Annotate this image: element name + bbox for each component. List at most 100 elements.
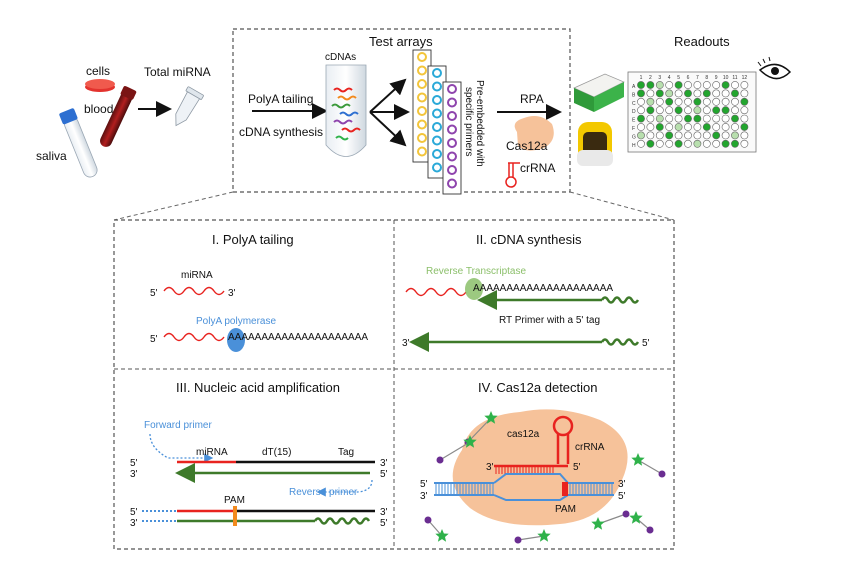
- plate-well: [740, 106, 749, 115]
- panel1-mirna-strand-b: [163, 332, 225, 342]
- panel1-polymerase-label: PolyA polymerase: [196, 316, 276, 327]
- p4-three-left: 3': [420, 491, 428, 502]
- blood-label: blood: [84, 102, 113, 116]
- plate-col-label: 4: [668, 75, 671, 81]
- p4-three-top: 3': [486, 462, 494, 473]
- plate-well: [731, 81, 739, 89]
- plate-well: [655, 89, 664, 98]
- p3-five-b: 5': [380, 469, 388, 480]
- plate-well: [655, 97, 664, 106]
- plate-well: [684, 81, 692, 89]
- panel4-pam-label: PAM: [555, 504, 576, 515]
- p3-five-a: 5': [130, 458, 138, 469]
- plate-row-label: A: [632, 84, 636, 90]
- p3-five-c: 5': [130, 507, 138, 518]
- array-spot: [447, 165, 457, 175]
- plate-well: [702, 106, 711, 115]
- array-spot: [417, 79, 427, 89]
- panel2-five: 5': [642, 338, 650, 349]
- fluorescence-reader-icon: [573, 73, 625, 112]
- portable-reader-icon: [577, 122, 613, 166]
- plate-well: [655, 81, 664, 89]
- plate-well: [674, 123, 683, 131]
- array-spot: [432, 135, 442, 146]
- plate-well: [674, 81, 683, 89]
- panel-amplification: III. Nucleic acid amplification Forward …: [130, 380, 388, 529]
- plate-well: [693, 97, 702, 106]
- specific-primers-label: specific primers: [463, 87, 474, 156]
- array-spot: [432, 95, 442, 105]
- panel3-tag-label: Tag: [338, 447, 354, 458]
- array-spot: [417, 133, 427, 143]
- test-arrays-box: [232, 28, 571, 193]
- plate-well: [740, 114, 749, 123]
- array-spot: [417, 52, 427, 62]
- array-spot: [447, 151, 457, 162]
- polya-polymerase-blob: [227, 328, 245, 352]
- panel3-dt15-label: dT(15): [262, 447, 291, 458]
- plate-col-label: 6: [687, 75, 690, 81]
- plate-well: [637, 81, 645, 89]
- plate-well: [721, 131, 730, 140]
- array-spot: [447, 84, 457, 94]
- plate-well: [646, 131, 655, 140]
- total-mirna-label: Total miRNA: [144, 65, 211, 79]
- plate-well: [665, 81, 674, 89]
- plate-well: [684, 89, 692, 98]
- plate-col-label: 8: [705, 75, 708, 81]
- plate-well: [712, 89, 721, 98]
- panel3-title: III. Nucleic acid amplification: [176, 380, 340, 395]
- panel2-three: 3': [402, 338, 410, 349]
- plate-well: [665, 89, 674, 98]
- funnel-line-right: [569, 191, 675, 221]
- plate-well: [646, 106, 655, 115]
- plate-row-label: G: [632, 134, 636, 140]
- plate-well: [712, 106, 721, 115]
- top-crrna-label: crRNA: [520, 161, 555, 175]
- array-spot: [447, 178, 457, 189]
- plate-row-label: F: [632, 126, 635, 132]
- plate-well: [684, 123, 692, 131]
- plate-col-label: 2: [649, 75, 652, 81]
- plate-well: [684, 114, 692, 123]
- top-cdna-label: cDNA synthesis: [239, 125, 323, 139]
- cdnas-label: cDNAs: [325, 52, 356, 63]
- panel1-mirna-label: miRNA: [181, 270, 213, 281]
- panel2-polya-tail: AAAAAAAAAAAAAAAAAAAAA: [473, 283, 613, 294]
- funnel-line-left: [113, 191, 234, 221]
- plate-well: [702, 131, 711, 140]
- reporter-probe: [629, 511, 654, 534]
- array-spot: [432, 108, 442, 119]
- plate-well: [637, 97, 645, 106]
- array-spot: [417, 92, 427, 103]
- top-polya-label: PolyA tailing: [248, 92, 313, 106]
- plate-well: [665, 106, 674, 115]
- plate-well: [721, 139, 730, 148]
- plate-well: [684, 106, 692, 115]
- plate-well: [702, 89, 711, 98]
- plate-col-label: 12: [742, 75, 748, 81]
- panel4-crrna-label: crRNA: [575, 442, 605, 453]
- plate-well: [655, 139, 664, 148]
- plate-well: [674, 89, 683, 98]
- branch-arrow-up: [369, 78, 407, 113]
- array-spot: [417, 119, 427, 130]
- panel4-cas12a-label: cas12a: [507, 429, 540, 440]
- p3-five-d: 5': [380, 518, 388, 529]
- panel2-rt-label: Reverse Transcriptase: [426, 266, 526, 277]
- plate-well: [665, 97, 674, 106]
- plate-well: [712, 114, 721, 123]
- plate-well: [674, 139, 683, 148]
- panel-cas12a-detection: IV. Cas12a detection cas12a crRNA 3' 5' …: [420, 380, 666, 544]
- plate-row-label: H: [632, 143, 636, 149]
- plate-col-label: 10: [723, 75, 729, 81]
- plate-well: [702, 81, 711, 89]
- panel-cdna-synthesis: II. cDNA synthesis Reverse Transcriptase…: [402, 232, 650, 352]
- plate-well: [646, 114, 655, 123]
- plate-well: [665, 131, 674, 140]
- p3-three-b: 3': [380, 458, 388, 469]
- array-spot: [447, 124, 457, 135]
- plate-well: [637, 123, 645, 131]
- panel2-cdna-coil: [600, 338, 640, 346]
